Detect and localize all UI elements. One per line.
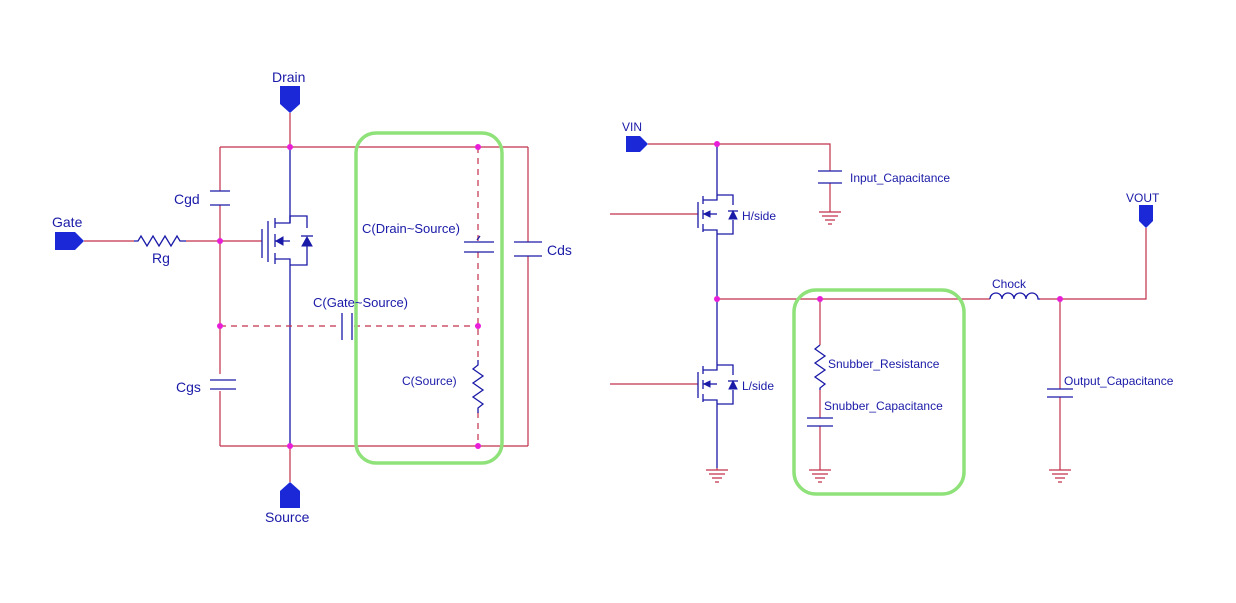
output-capacitor [1047, 388, 1073, 398]
c-drain-source-label: C(Drain~Source) [362, 221, 460, 236]
gate-port-icon [55, 232, 84, 250]
cds-label: Cds [547, 242, 572, 258]
ground-icon-lside [706, 468, 728, 483]
ground-icon-output [1049, 468, 1071, 483]
vin-bus [648, 143, 831, 171]
gate-label: Gate [52, 214, 83, 230]
l-side-mosfet [610, 299, 738, 468]
ground-icon-input [819, 210, 841, 225]
c-source-resistor [471, 360, 485, 413]
snubber-capacitance-label: Snubber_Capacitance [824, 399, 943, 413]
c-gate-source-capacitor [341, 313, 353, 340]
drain-label: Drain [272, 69, 305, 85]
ground-icon-snubber [809, 468, 831, 483]
left-circuit: Drain Gate Source Cgd Cgs Rg Cds C(Drain… [52, 69, 572, 525]
cgd-capacitor [210, 190, 230, 206]
output-capacitance-label: Output_Capacitance [1064, 374, 1174, 388]
c-source-label: C(Source) [402, 374, 457, 388]
drain-port-icon [280, 86, 300, 113]
cgd-label: Cgd [174, 191, 200, 207]
cgs-label: Cgs [176, 379, 201, 395]
c-drain-source-capacitor [464, 235, 494, 253]
snubber-resistance-label: Snubber_Resistance [828, 357, 940, 371]
right-circuit: VIN VOUT Input_Capacitance H/side L/side… [610, 120, 1174, 496]
chock-inductor [989, 292, 1040, 300]
snubber-resistor [813, 344, 827, 390]
h-side-mosfet [610, 144, 738, 299]
vin-port-icon [626, 136, 648, 152]
rg-resistor [134, 234, 186, 248]
input-capacitance-label: Input_Capacitance [850, 171, 950, 185]
vin-label: VIN [622, 120, 642, 134]
l-side-label: L/side [742, 379, 774, 393]
parasitic-highlight-box [354, 131, 504, 465]
vout-port-icon [1139, 205, 1153, 228]
cgs-capacitor [210, 379, 236, 390]
h-side-label: H/side [742, 209, 776, 223]
mosfet [261, 147, 313, 446]
cds-capacitor [514, 241, 542, 257]
vout-label: VOUT [1126, 191, 1160, 205]
snubber-highlight-box [792, 288, 966, 496]
c-gate-source-label: C(Gate~Source) [313, 295, 408, 310]
output-bus [1040, 228, 1147, 300]
chock-label: Chock [992, 277, 1027, 291]
rg-label: Rg [152, 250, 170, 266]
right-nodes [714, 141, 1063, 302]
source-port-icon [280, 482, 300, 508]
source-label: Source [265, 509, 310, 525]
snubber-capacitor [807, 417, 833, 427]
left-nodes [217, 144, 481, 449]
input-capacitor [818, 170, 842, 184]
